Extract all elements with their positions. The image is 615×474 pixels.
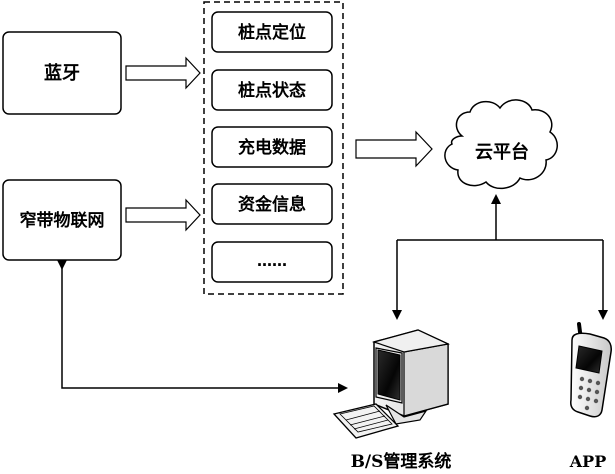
computer-icon (332, 329, 450, 439)
data-item-1: 桩点状态 (211, 69, 333, 111)
cloud-platform: 云平台 (444, 99, 558, 190)
bluetooth-box: 蓝牙 (2, 31, 122, 115)
app-label: APP (569, 452, 606, 471)
hollow-arrow-bluetooth (125, 56, 201, 90)
hollow-arrow-to-cloud (355, 130, 433, 168)
bs-system-label: B/S管理系统 (351, 451, 452, 472)
data-item-3: 资金信息 (211, 183, 333, 225)
nbiot-box: 窄带物联网 (2, 179, 122, 261)
hollow-arrow-nbiot (125, 198, 201, 232)
cloud-icon (444, 99, 558, 190)
data-item-2: 充电数据 (211, 126, 333, 168)
nbiot-label: 窄带物联网 (20, 210, 105, 231)
data-item-4: …… (211, 241, 333, 283)
bluetooth-label: 蓝牙 (44, 63, 80, 84)
phone-icon (570, 322, 612, 418)
connector-nbiot-computer (57, 260, 348, 393)
data-item-0: 桩点定位 (211, 11, 333, 53)
cloud-label: 云平台 (475, 141, 529, 163)
data-item-label: …… (257, 252, 287, 270)
data-item-label: 资金信息 (238, 194, 306, 215)
data-item-label: 桩点状态 (238, 80, 306, 101)
data-item-label: 桩点定位 (238, 22, 306, 43)
data-item-label: 充电数据 (238, 137, 306, 158)
